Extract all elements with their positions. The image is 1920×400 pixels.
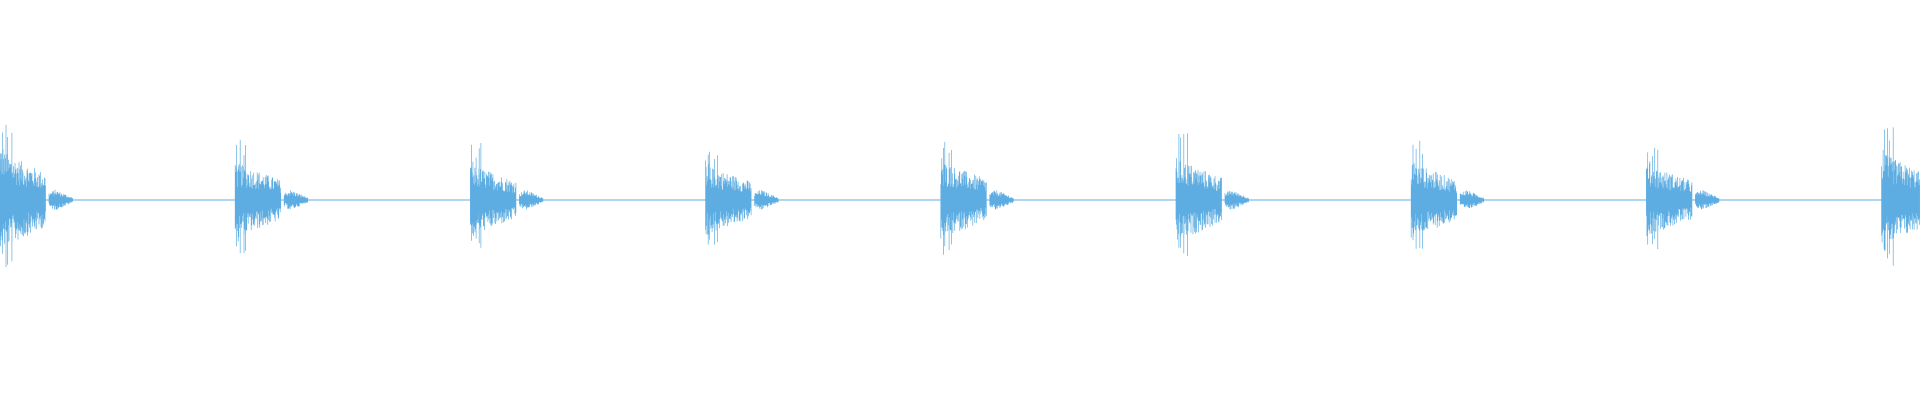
waveform-burst [1881,127,1920,266]
waveform-burst-path [940,141,1014,255]
waveform-burst [705,151,779,245]
waveform-bursts [0,124,1920,268]
waveform-burst-path [470,143,544,248]
waveform-burst [1410,140,1485,249]
waveform-burst [234,139,309,254]
waveform-burst-path [1646,147,1720,250]
waveform-burst-path [234,139,309,254]
waveform-burst [1175,133,1249,257]
waveform-burst [1646,147,1720,250]
waveform-burst-path [1881,127,1920,266]
waveform-burst-path [0,124,73,268]
waveform-burst [0,124,73,268]
waveform-burst [940,141,1014,255]
waveform-burst [470,143,544,248]
waveform-burst-path [705,151,779,245]
waveform-burst-path [1410,140,1485,249]
waveform-burst-path [1175,133,1249,257]
